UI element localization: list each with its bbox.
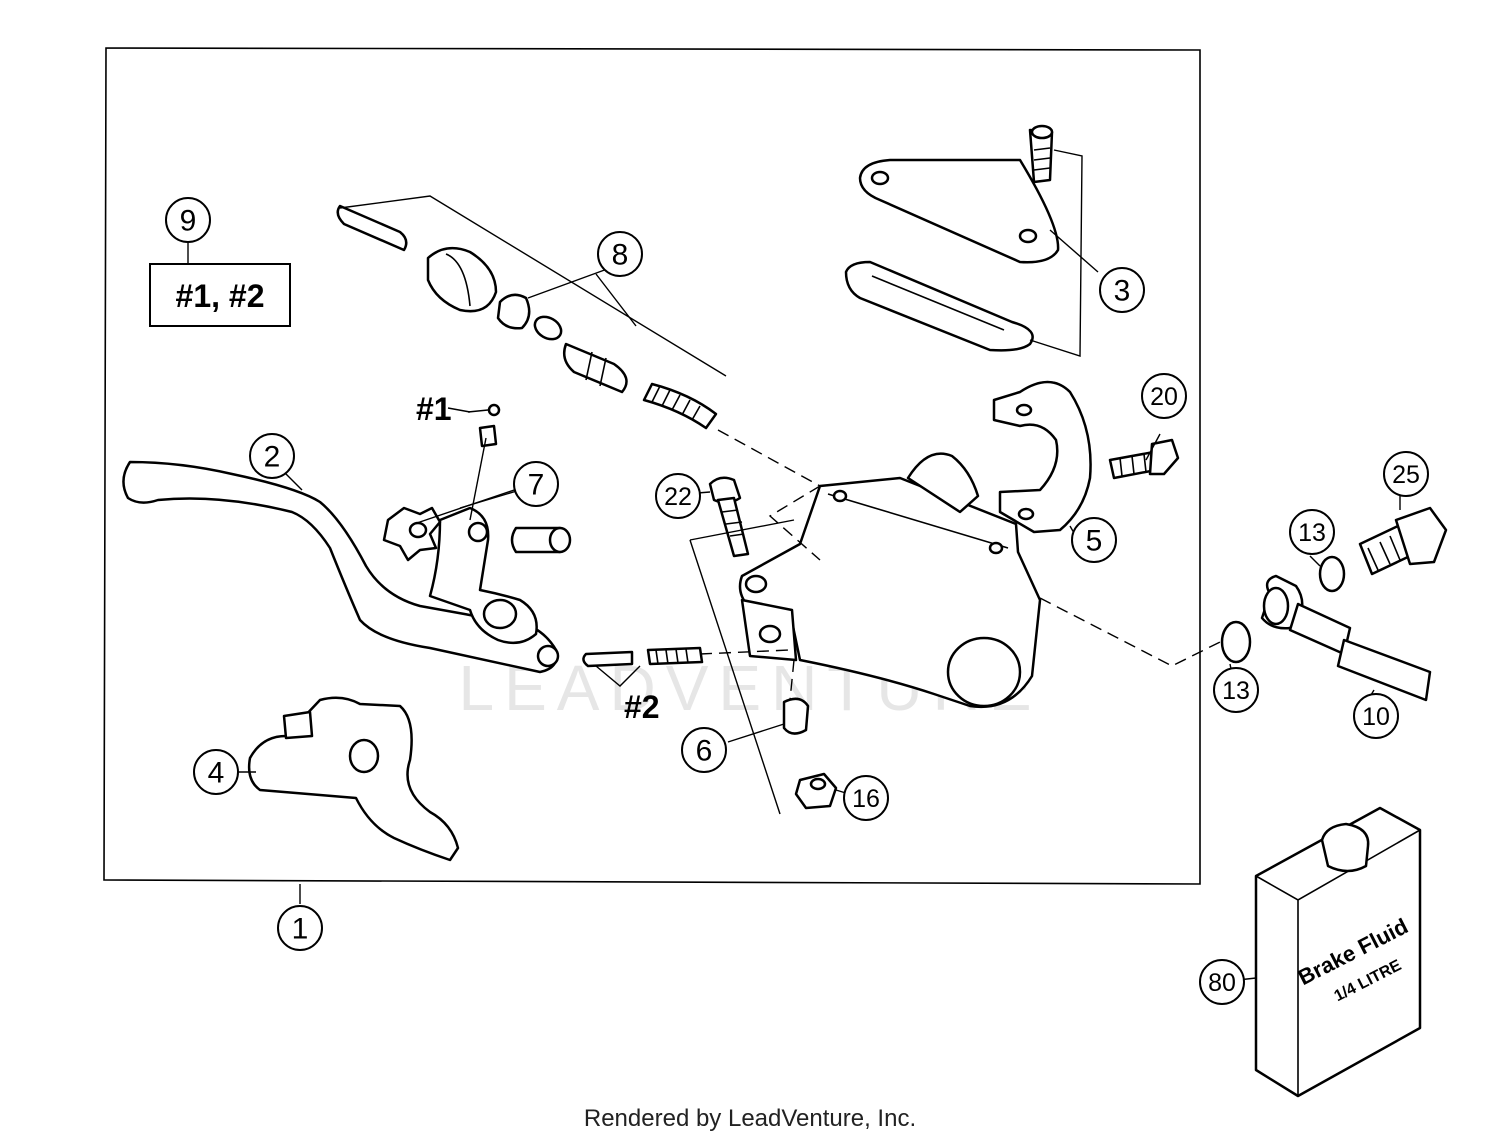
master-cylinder-part [738, 452, 1042, 709]
callout-5[interactable]: 5 [1071, 517, 1117, 563]
callout-20[interactable]: 20 [1141, 373, 1187, 419]
callout-80[interactable]: 80 [1199, 959, 1245, 1005]
leader-lines [187, 149, 1401, 983]
pivot-bolt-part [708, 476, 750, 558]
callout-22[interactable]: 22 [655, 473, 701, 519]
callout-4-text: 4 [208, 757, 225, 790]
callout-3-text: 3 [1114, 275, 1131, 308]
clamp-part [992, 380, 1092, 534]
callout-10[interactable]: 10 [1353, 693, 1399, 739]
callout-13b-text: 13 [1222, 677, 1250, 705]
kit-box-label: #1, #2 [176, 278, 265, 314]
callout-8-text: 8 [612, 239, 629, 272]
assembly-frame [103, 47, 1201, 885]
callout-10-text: 10 [1362, 703, 1390, 731]
sub-label-1: #1 [416, 391, 452, 427]
callout-1-text: 1 [292, 913, 309, 946]
hand-guard-part [247, 696, 460, 862]
callout-9[interactable]: 9 [165, 197, 211, 243]
adjuster-part [382, 506, 572, 562]
callout-6-text: 6 [696, 735, 713, 768]
callout-8[interactable]: 8 [597, 231, 643, 277]
callout-2[interactable]: 2 [249, 433, 295, 479]
reservoir-cover-part [844, 124, 1060, 352]
callout-2-text: 2 [264, 441, 281, 474]
callout-20-text: 20 [1150, 383, 1178, 411]
callout-6[interactable]: 6 [681, 727, 727, 773]
callout-5-text: 5 [1086, 525, 1103, 558]
callout-7[interactable]: 7 [513, 461, 559, 507]
callout-13b[interactable]: 13 [1213, 667, 1259, 713]
callout-25[interactable]: 25 [1383, 451, 1429, 497]
callout-1[interactable]: 1 [277, 905, 323, 951]
callout-3[interactable]: 3 [1099, 267, 1145, 313]
callout-13a-text: 13 [1298, 519, 1326, 547]
callout-25-text: 25 [1392, 461, 1420, 489]
callout-80-text: 80 [1208, 969, 1236, 997]
bushing-nut-part [782, 697, 838, 810]
callout-13a[interactable]: 13 [1289, 509, 1335, 555]
kit-box: #1, #2 [149, 263, 291, 327]
callout-16-text: 16 [852, 785, 880, 813]
footer-credit: Rendered by LeadVenture, Inc. [584, 1105, 916, 1132]
lever-part [122, 460, 560, 674]
ball-detent-part [467, 403, 501, 448]
sub-label-2: #2 [624, 689, 660, 725]
brake-fluid-bottle: Brake Fluid 1/4 LITRE [1254, 806, 1422, 1098]
piston-kit-part [336, 204, 718, 430]
pin-spring-part [582, 646, 704, 668]
clamp-bolt-part [1108, 438, 1180, 480]
callout-7-text: 7 [528, 469, 545, 502]
callout-22-text: 22 [664, 483, 692, 511]
callout-4[interactable]: 4 [193, 749, 239, 795]
callout-16[interactable]: 16 [843, 775, 889, 821]
callout-9-text: 9 [180, 205, 197, 238]
brake-line-part [1220, 506, 1448, 702]
